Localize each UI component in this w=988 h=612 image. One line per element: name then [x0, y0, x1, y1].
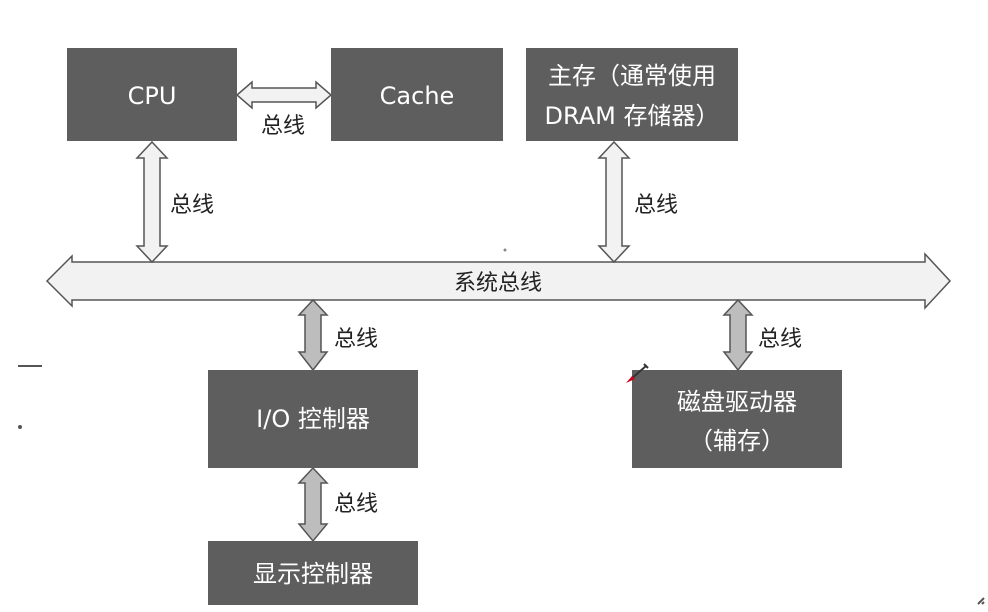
io-display-bus-arrow	[297, 466, 329, 543]
main-memory-box: 主存（通常使用 DRAM 存储器）	[526, 48, 738, 141]
display-controller-box: 显示控制器	[208, 541, 418, 605]
system-bus-arrow	[45, 252, 952, 310]
io-system-bus-arrow	[297, 298, 329, 372]
main-memory-label-line1: 主存（通常使用	[548, 62, 716, 90]
stray-dot-mark	[18, 425, 22, 429]
cpu-box: CPU	[67, 48, 237, 141]
cache-box: Cache	[331, 48, 503, 141]
pen-cursor-icon	[626, 363, 649, 383]
disk-system-bus-label: 总线	[758, 327, 802, 352]
io-controller-label: I/O 控制器	[256, 405, 370, 433]
cpu-cache-bus-arrow	[235, 80, 333, 110]
io-system-bus-label: 总线	[334, 327, 378, 352]
cpu-system-bus-label: 总线	[170, 193, 214, 218]
io-controller-box: I/O 控制器	[208, 370, 418, 468]
main-memory-label-line2: DRAM 存储器）	[545, 102, 720, 130]
io-display-bus-label: 总线	[334, 492, 378, 517]
stray-small-dot	[503, 248, 507, 252]
resize-grip-icon	[977, 597, 985, 605]
disk-drive-label-line2: （辅存）	[689, 427, 785, 455]
display-controller-label: 显示控制器	[253, 560, 373, 588]
cpu-system-bus-arrow	[135, 140, 169, 264]
cpu-label: CPU	[128, 82, 177, 110]
system-bus-label: 系统总线	[454, 271, 542, 296]
memory-system-bus-label: 总线	[634, 193, 678, 218]
disk-system-bus-arrow	[722, 298, 754, 372]
disk-drive-box: 磁盘驱动器 （辅存）	[632, 370, 842, 468]
cpu-cache-bus-label: 总线	[261, 114, 305, 139]
cache-label: Cache	[380, 82, 455, 110]
disk-drive-label-line1: 磁盘驱动器	[677, 388, 797, 416]
memory-system-bus-arrow	[597, 140, 631, 264]
